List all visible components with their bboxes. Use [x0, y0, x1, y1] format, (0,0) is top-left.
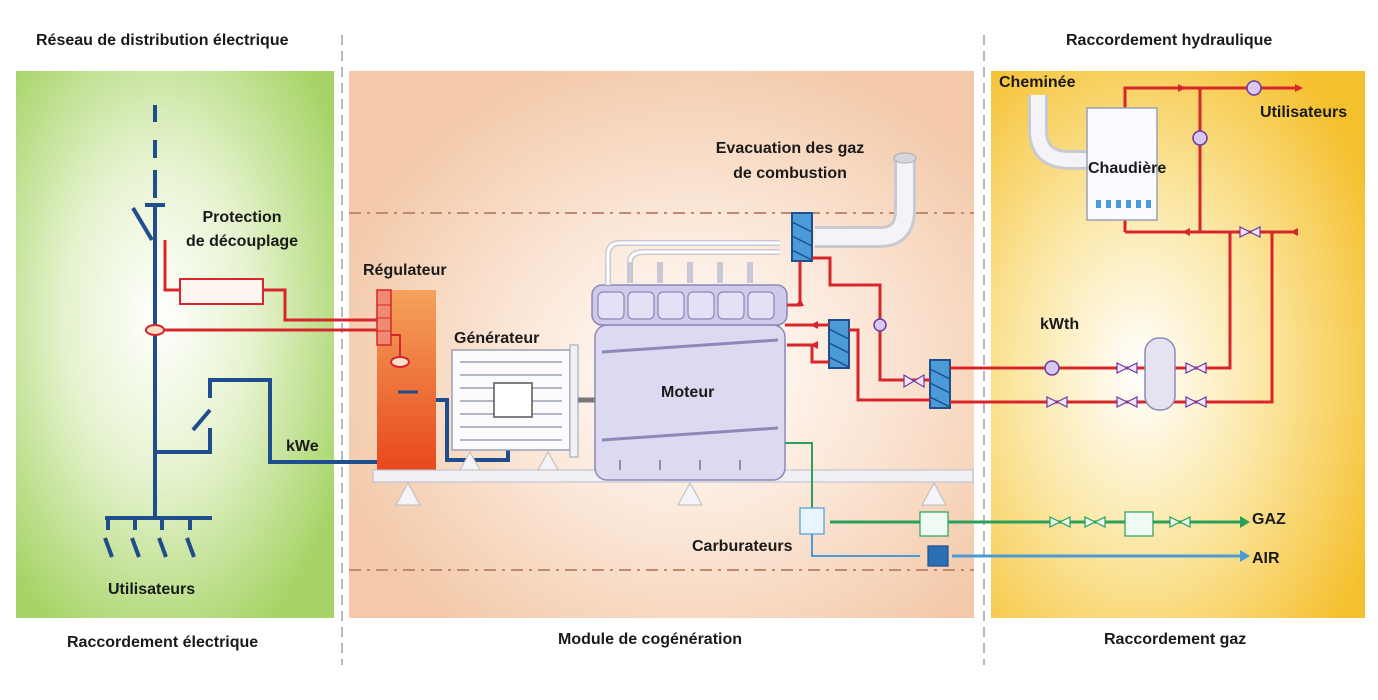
kwe-label: kWe: [286, 438, 319, 455]
carburetors-label: Carburateurs: [692, 538, 793, 555]
section-title-electric-connection: Raccordement électrique: [67, 634, 259, 651]
kwth-label: kWth: [1040, 316, 1080, 333]
valve-icons: [903, 226, 1261, 408]
exhaust-label-line1: Evacuation des gaz: [715, 140, 865, 157]
engine: [591, 240, 788, 481]
exhaust-label-line2: de combustion: [733, 165, 847, 182]
section-title-electric-network: Réseau de distribution électrique: [36, 32, 289, 49]
electric-panel: [16, 71, 334, 618]
generator: [451, 344, 598, 458]
air-label: AIR: [1252, 550, 1280, 567]
regulator-label: Régulateur: [363, 262, 447, 279]
gas-components: [799, 507, 1191, 567]
boiler-label: Chaudière: [1088, 160, 1167, 177]
regulator-cabinet: [376, 289, 436, 470]
protection-label-line2: de découplage: [185, 233, 299, 250]
users-left-label: Utilisateurs: [108, 581, 196, 598]
protection-label: Protection de découplage: [183, 206, 301, 254]
engine-label: Moteur: [661, 384, 715, 401]
users-right-label: Utilisateurs: [1260, 104, 1348, 121]
storage-tank: [1144, 337, 1176, 411]
gas-label: GAZ: [1252, 511, 1286, 528]
protection-label-line1: Protection: [202, 209, 282, 226]
protection-relay: [145, 240, 378, 336]
exhaust-label: Evacuation des gaz de combustion: [700, 136, 880, 186]
exhaust-stack: [815, 152, 917, 248]
chimney-label: Cheminée: [999, 74, 1076, 91]
generator-label: Générateur: [454, 330, 540, 347]
boiler: [1028, 95, 1158, 221]
section-title-hydraulic: Raccordement hydraulique: [1066, 32, 1273, 49]
pump-icons: [873, 80, 1262, 376]
section-title-cogeneration-module: Module de cogénération: [558, 631, 743, 648]
section-title-gas-connection: Raccordement gaz: [1104, 631, 1247, 648]
pipe-arrows: [796, 84, 1303, 349]
